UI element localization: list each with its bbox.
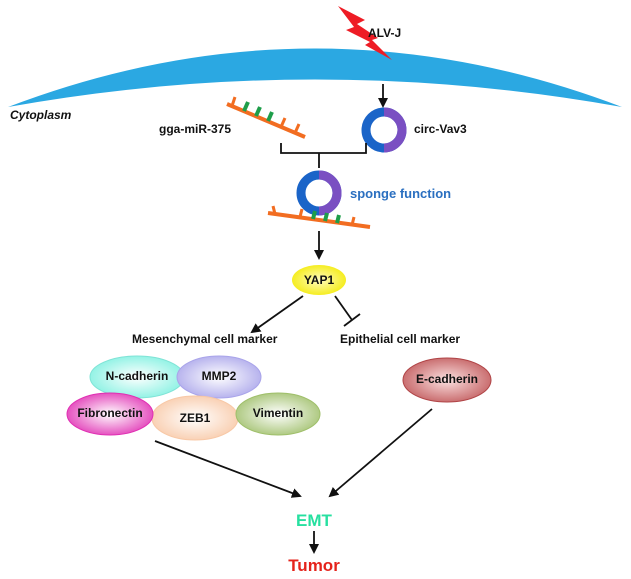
sponge-complex-icon [267,170,371,229]
mesenchymal-title: Mesenchymal cell marker [132,332,278,346]
marker-mmp2 [176,355,262,399]
marker-vimentin-label: Vimentin [253,406,303,420]
emt-label: EMT [296,511,333,530]
binding-bracket [280,143,367,168]
marker-e-cadherin-label: E-cadherin [416,372,478,386]
cytoplasm-label: Cytoplasm [10,108,72,122]
mirna-icon [226,96,306,139]
cell-membrane [8,48,622,107]
sponge-function-label: sponge function [350,186,451,201]
marker-vimentin [235,392,321,436]
marker-fibronectin-label: Fibronectin [77,406,142,420]
epithelial-title: Epithelial cell marker [340,332,460,346]
inhibition-bar [343,313,361,327]
yap1-to-epithelial-inhibition [334,295,353,321]
yap1-node [292,265,346,295]
marker-zeb1-label: ZEB1 [180,411,211,425]
epithelial-to-emt-arrow [328,408,433,498]
circrna-label: circ-Vav3 [414,122,467,136]
marker-n-cadherin-label: N-cadherin [106,369,169,383]
yap1-label: YAP1 [304,273,335,287]
mesenchymal-to-emt-arrow [154,440,302,498]
marker-e-cadherin [402,357,492,403]
mirna-label: gga-miR-375 [159,122,231,136]
lightning-icon [338,6,392,60]
tumor-label: Tumor [288,556,340,575]
yap1-to-mesenchymal-arrow [250,295,304,334]
alvj-label: ALV-J [368,26,401,40]
marker-fibronectin [66,392,154,436]
circrna-icon [361,107,407,153]
marker-mmp2-label: MMP2 [202,369,237,383]
